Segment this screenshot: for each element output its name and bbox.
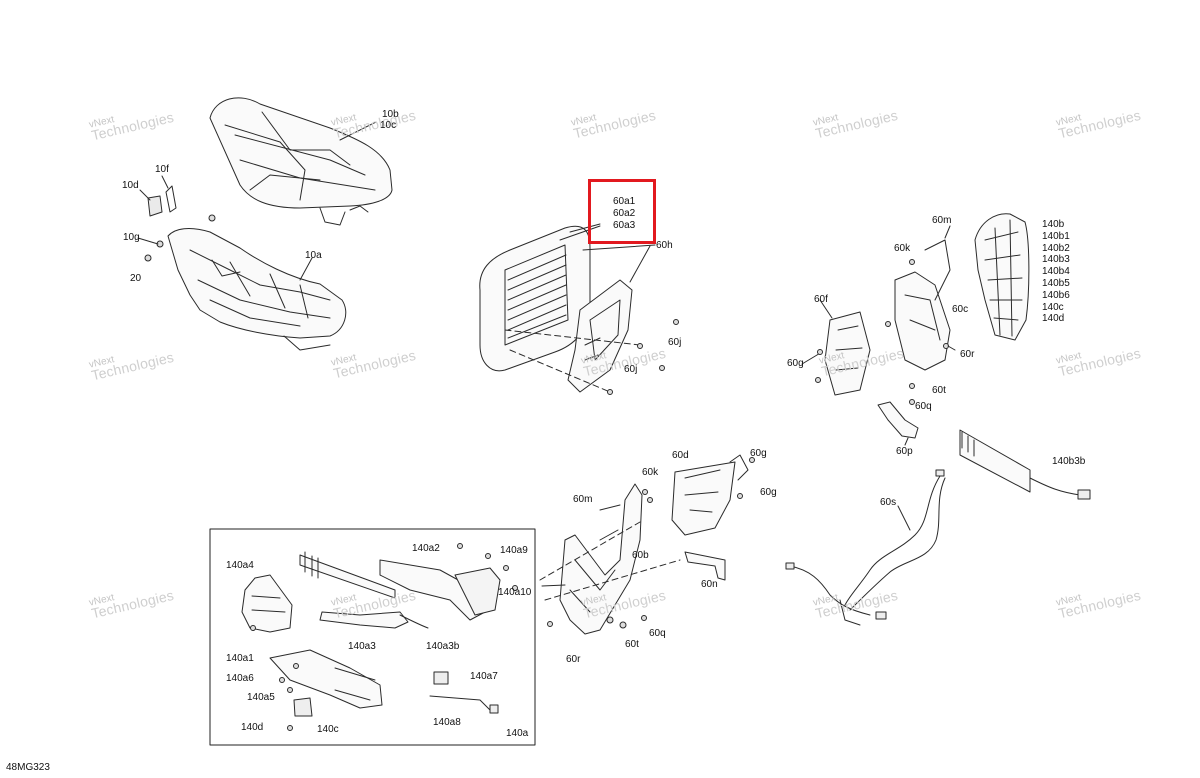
callout-60g[interactable]: 60g [787, 358, 804, 369]
callout-140b5[interactable]: 140b5 [1042, 277, 1070, 289]
panel-60f-drawing [824, 311, 871, 396]
seat-drawing [209, 97, 393, 226]
callout-60k[interactable]: 60k [642, 467, 659, 478]
callout-140a[interactable]: 140a [506, 728, 529, 739]
highlight-box [588, 179, 656, 244]
callout-140b6[interactable]: 140b6 [1042, 289, 1070, 301]
callout-60r[interactable]: 60r [960, 349, 975, 360]
callout-60g[interactable]: 60g [760, 487, 777, 498]
callout-60f[interactable]: 60f [814, 294, 828, 305]
callout-140b[interactable]: 140b [1042, 219, 1065, 230]
callout-60a3[interactable]: 60a3 [613, 219, 636, 231]
callout-10g[interactable]: 10g [123, 232, 140, 243]
bracket-60h-drawing [567, 279, 633, 393]
callout-10b[interactable]: 10b [382, 109, 399, 120]
callout-140b3[interactable]: 140b3 [1042, 254, 1070, 266]
callout-10d[interactable]: 10d [122, 180, 139, 191]
callout-60a2[interactable]: 60a2 [613, 207, 636, 219]
frame-60b-drawing [559, 483, 643, 635]
inset-parts-drawing [241, 551, 501, 717]
callout-60r[interactable]: 60r [566, 654, 581, 665]
callout-60s[interactable]: 60s [880, 497, 897, 508]
callout-60q[interactable]: 60q [649, 628, 666, 639]
fairing-140b-drawing [974, 213, 1030, 341]
callout-140a1[interactable]: 140a1 [226, 653, 254, 664]
callout-140a8[interactable]: 140a8 [433, 717, 461, 728]
callout-140a6[interactable]: 140a6 [226, 673, 254, 684]
callout-60n[interactable]: 60n [701, 579, 718, 590]
callout-140b3b[interactable]: 140b3b [1052, 456, 1086, 467]
callout-60q[interactable]: 60q [915, 401, 932, 412]
callout-60p[interactable]: 60p [896, 446, 913, 457]
callout-group-140b[interactable]: 140b 140b1 140b2 140b3 140b4 140b5 140b6… [1042, 219, 1070, 325]
panel-60d-drawing [671, 454, 749, 536]
callout-60m[interactable]: 60m [932, 215, 952, 226]
harness-60s-drawing [785, 469, 946, 626]
callout-60h[interactable]: 60h [656, 240, 673, 251]
callout-60k[interactable]: 60k [894, 243, 911, 254]
callout-140b1[interactable]: 140b1 [1042, 230, 1070, 242]
callout-140c[interactable]: 140c [1042, 301, 1064, 313]
callout-10a[interactable]: 10a [305, 250, 322, 261]
bracket-60n [684, 551, 726, 581]
callout-140a3[interactable]: 140a3 [348, 641, 376, 652]
callout-60c[interactable]: 60c [952, 304, 969, 315]
callout-140a5[interactable]: 140a5 [247, 692, 275, 703]
callout-140a3b[interactable]: 140a3b [426, 641, 460, 652]
inset-box [209, 528, 536, 746]
frame-drawing [167, 228, 347, 351]
callout-140b4[interactable]: 140b4 [1042, 266, 1070, 278]
leader-line [299, 257, 313, 281]
callout-10f[interactable]: 10f [155, 164, 169, 175]
callout-140d[interactable]: 140d [241, 722, 264, 733]
callout-60d[interactable]: 60d [672, 450, 689, 461]
callout-140a4[interactable]: 140a4 [226, 560, 254, 571]
callout-60a1[interactable]: 60a1 [613, 196, 636, 207]
harness-140b3b-drawing [959, 429, 1091, 500]
callout-140a9[interactable]: 140a9 [500, 545, 528, 556]
figure-id: 48MG323 [6, 762, 50, 773]
callout-group-60a[interactable]: 60a1 60a2 60a3 [613, 196, 635, 231]
callout-60j[interactable]: 60j [624, 364, 638, 375]
callout-20[interactable]: 20 [130, 273, 142, 284]
callout-60g[interactable]: 60g [750, 448, 767, 459]
callout-140a10[interactable]: 140a10 [498, 587, 532, 598]
callout-140b2[interactable]: 140b2 [1042, 242, 1070, 254]
side-panel-60c-drawing [894, 225, 951, 371]
leader-line [339, 121, 377, 141]
callout-140d[interactable]: 140d [1042, 313, 1065, 325]
callout-140c[interactable]: 140c [317, 724, 339, 735]
piece-60p [877, 401, 919, 439]
clip-10f [165, 185, 177, 213]
callout-140a2[interactable]: 140a2 [412, 543, 440, 554]
clip-10d [147, 195, 163, 217]
callout-60m[interactable]: 60m [573, 494, 593, 505]
callout-60t[interactable]: 60t [625, 639, 639, 650]
callout-60t[interactable]: 60t [932, 385, 946, 396]
callout-60b[interactable]: 60b [632, 550, 649, 561]
callout-60j[interactable]: 60j [668, 337, 682, 348]
callout-10c[interactable]: 10c [380, 120, 397, 131]
callout-140a7[interactable]: 140a7 [470, 671, 498, 682]
